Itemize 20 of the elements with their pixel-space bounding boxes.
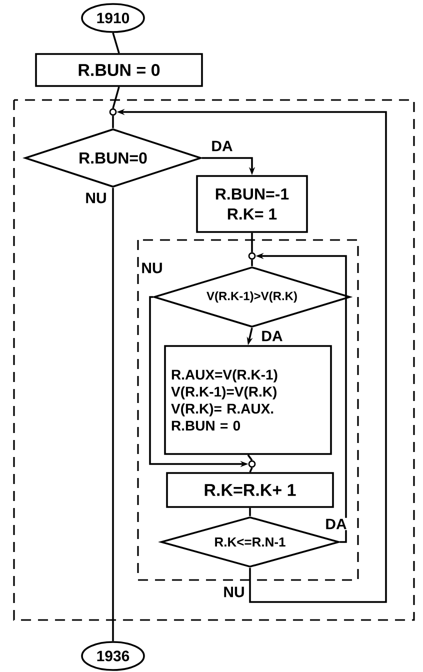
flow-line	[249, 508, 251, 516]
flow-line	[251, 232, 253, 252]
edge-label: DA	[210, 140, 234, 152]
edge-label: NU	[84, 192, 108, 204]
flow-line	[112, 32, 120, 54]
connector-oval: 1936	[81, 641, 145, 671]
flow-line	[247, 454, 253, 461]
flow-line	[112, 86, 120, 109]
process-box: R.BUN = 0	[35, 53, 203, 87]
edge-label: DA	[324, 518, 348, 530]
flow-line	[251, 260, 253, 266]
process-box: R.BUN=-1 R.K= 1	[196, 175, 308, 233]
flow-line	[249, 467, 253, 472]
flow-line	[112, 116, 114, 128]
process-box: R.K=R.K+ 1	[166, 472, 334, 508]
edge-label: NU	[222, 586, 246, 598]
edge-label: DA	[260, 330, 284, 342]
process-box: R.AUX=V(R.K-1) V(R.K-1)=V(R.K) V(R.K)= R.AUX. R.BUN = 0	[164, 345, 332, 455]
flow-line	[112, 188, 114, 642]
connector-oval: 1910	[81, 3, 145, 33]
